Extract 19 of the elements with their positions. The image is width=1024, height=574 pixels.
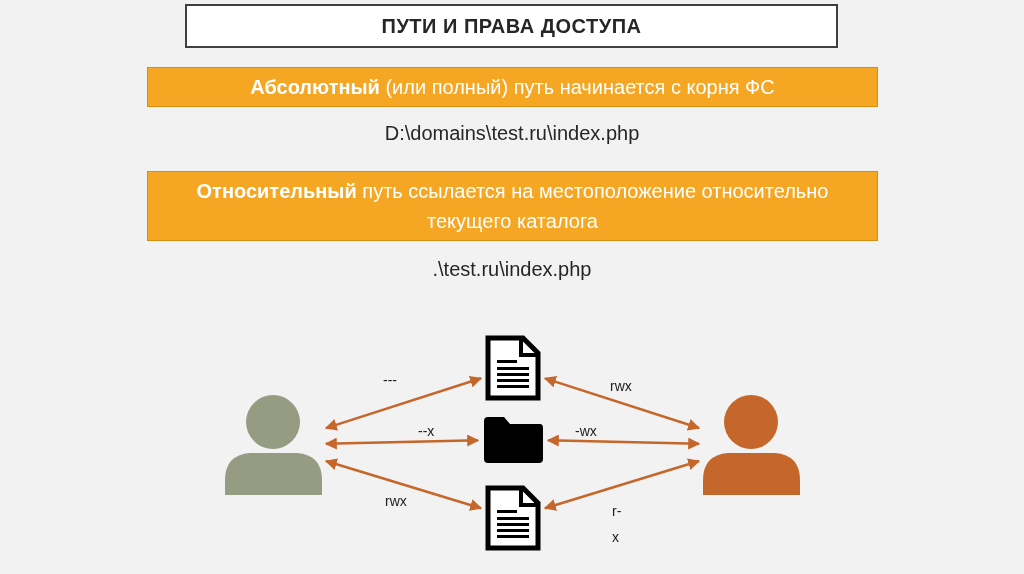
permission-label: -wx: [575, 423, 597, 439]
title: ПУТИ И ПРАВА ДОСТУПА: [185, 4, 838, 48]
permission-label: rwx: [610, 378, 632, 394]
double-arrow: [543, 458, 701, 511]
double-arrow: [324, 434, 480, 450]
permission-label: r- x: [612, 502, 623, 547]
double-arrow: [543, 375, 701, 431]
double-arrow: [324, 458, 483, 511]
file-path: .\test.ru\index.php: [431, 258, 593, 281]
definition-banner: [147, 171, 878, 241]
permission-label: --x: [418, 423, 435, 439]
file-path: D:\domains\test.ru\index.php: [383, 122, 641, 145]
definition-text: Относительный путь ссылается на местоположение относительно текущего каталога: [195, 179, 830, 234]
permission-label: rwx: [385, 493, 407, 509]
double-arrow: [324, 375, 483, 431]
double-arrow: [546, 434, 701, 450]
definition-text: Абсолютный (или полный) путь начинается с корня ФС: [250, 75, 775, 100]
permission-label: ---: [383, 372, 397, 388]
definition-banner: [147, 67, 878, 107]
